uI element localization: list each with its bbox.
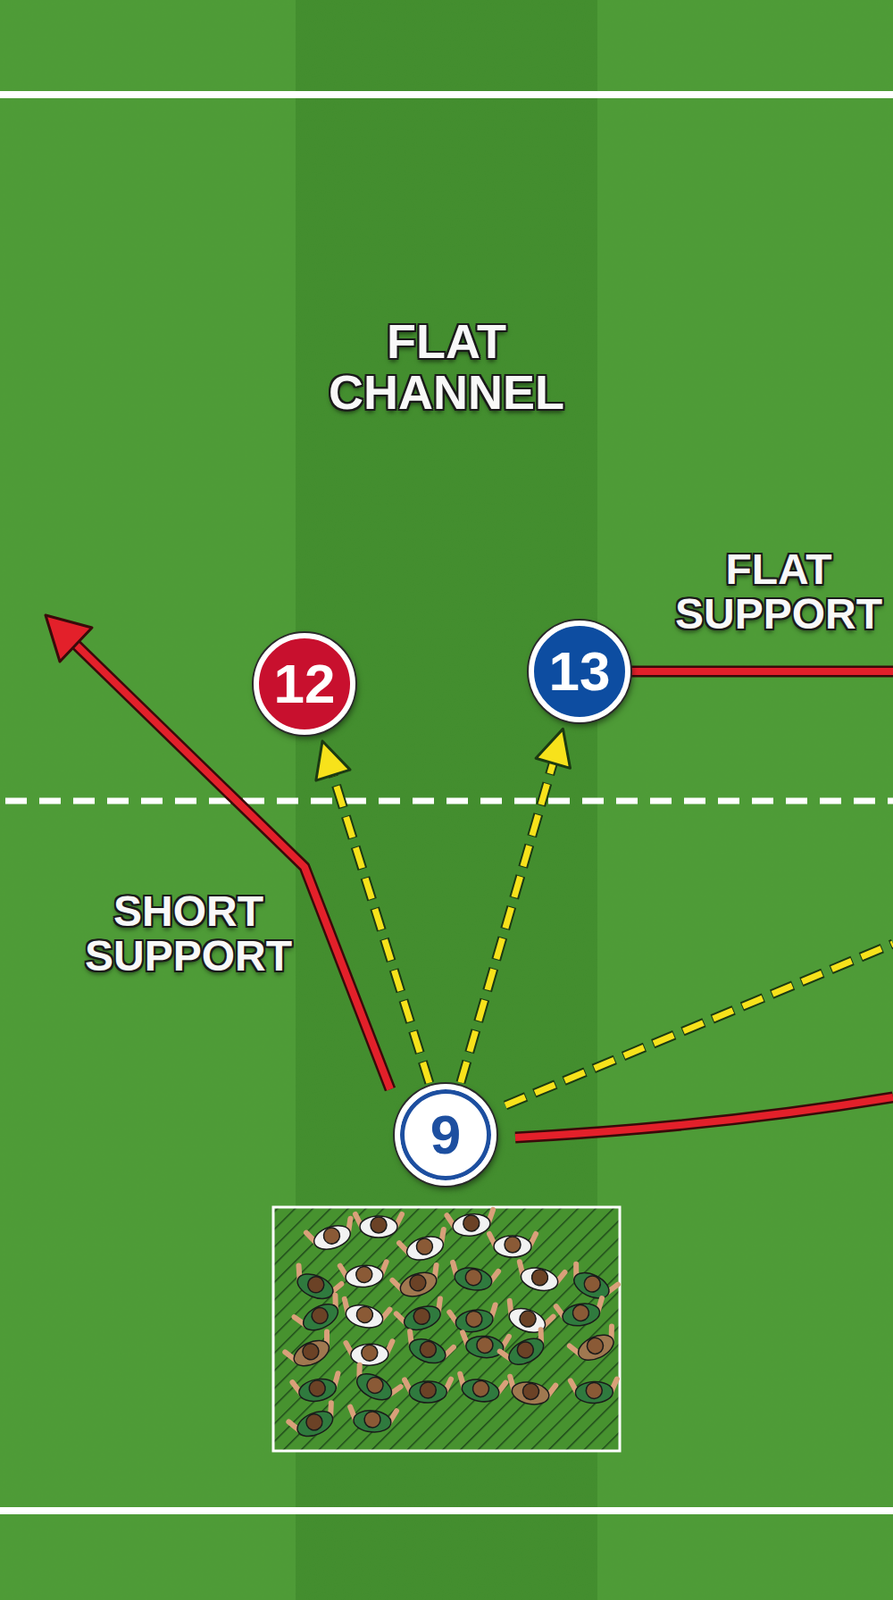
ruck-player — [570, 1379, 618, 1405]
ruck-player — [556, 1298, 607, 1330]
ruck-player — [500, 1329, 552, 1372]
player-number: 13 — [549, 643, 611, 700]
flat-support-run — [630, 671, 893, 673]
ruck-player — [288, 1402, 341, 1444]
pass-line-outline — [460, 759, 554, 1083]
ruck-player — [404, 1379, 451, 1404]
ruck-player — [348, 1407, 397, 1435]
ruck-player — [306, 1218, 358, 1256]
player-circle: 9 — [394, 1084, 497, 1186]
pass-line — [460, 759, 554, 1083]
ruck-player — [355, 1214, 402, 1238]
ruck-player — [449, 1304, 499, 1336]
ruck-player — [514, 1261, 566, 1295]
player-number: 12 — [274, 656, 336, 712]
ruck-player — [489, 1234, 536, 1258]
ruck-player — [455, 1374, 506, 1406]
ruck-player — [505, 1377, 556, 1409]
player-circle: 12 — [253, 633, 356, 735]
ruck-player — [340, 1261, 389, 1289]
ruck-player — [348, 1365, 401, 1408]
pass-arrow — [316, 741, 430, 1084]
ruck-player — [284, 1332, 337, 1374]
wide-pass — [505, 943, 893, 1106]
player-circle: 13 — [528, 620, 631, 723]
pass-line-outline — [332, 771, 430, 1083]
zone-label: SHORT SUPPORT — [84, 889, 293, 980]
arrow-head — [535, 728, 570, 768]
ruck-player — [292, 1373, 343, 1405]
ruck-player — [501, 1301, 554, 1339]
ruck-player — [401, 1331, 454, 1369]
zone-label: FLAT SUPPORT — [675, 547, 883, 638]
short-support-run — [45, 615, 391, 1090]
ruck-player — [392, 1265, 444, 1303]
ruck-player — [566, 1264, 618, 1306]
zone-label: FLAT CHANNEL — [328, 316, 565, 418]
ruck-player — [569, 1326, 622, 1369]
pass-line — [332, 771, 430, 1083]
ruck-player — [448, 1262, 499, 1294]
field-line — [0, 1507, 893, 1515]
gain-line — [5, 798, 893, 805]
player-number: 9 — [430, 1107, 461, 1163]
ruck-player — [294, 1295, 347, 1338]
ruck-player — [396, 1298, 449, 1336]
pass-arrow — [460, 728, 571, 1083]
ruck-zone — [273, 1207, 620, 1452]
field-line — [0, 91, 893, 99]
ruck-player — [399, 1229, 451, 1266]
wide-run — [515, 1097, 893, 1138]
ruck-player — [345, 1341, 393, 1367]
ruck-players — [284, 1210, 622, 1444]
ruck-player — [339, 1299, 391, 1333]
arrow-head — [316, 741, 351, 781]
